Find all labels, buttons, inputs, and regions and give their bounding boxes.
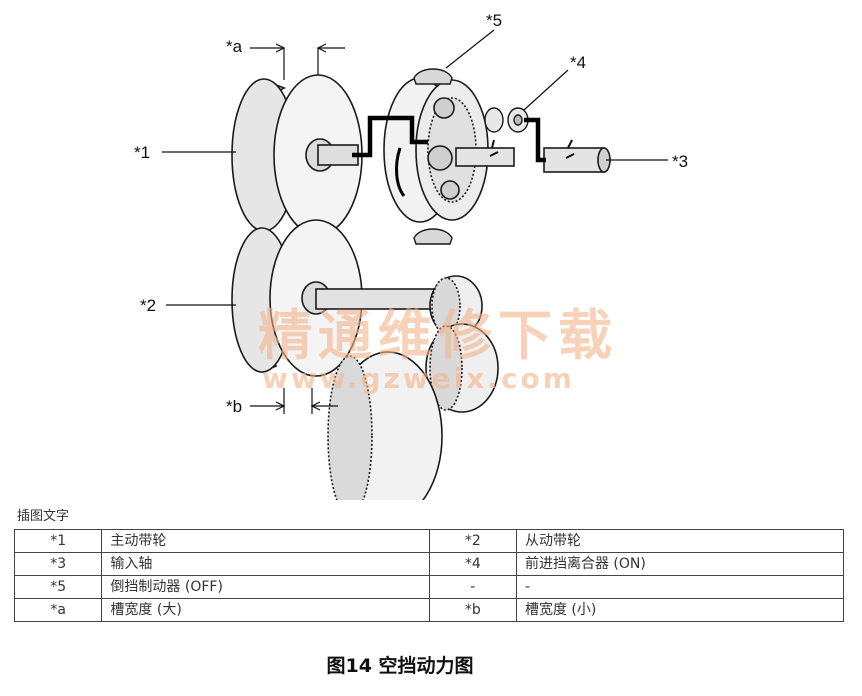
- legend-key: *2: [428, 529, 517, 553]
- watermark-text: 精通维修下载: [258, 303, 618, 367]
- legend-caption: 插图文字: [17, 509, 70, 524]
- reduction-gears: [327, 275, 499, 500]
- legend-desc: -: [515, 575, 845, 599]
- legend-desc: 倒挡制动器 (OFF): [101, 575, 430, 599]
- planetary-gear-set: [383, 77, 489, 223]
- reverse-brake: [413, 68, 453, 245]
- callout-5: *5: [486, 11, 502, 30]
- groove-width-a-dimension: [250, 43, 345, 80]
- primary-pulley: [231, 74, 363, 236]
- legend-row: *5 倒挡制动器 (OFF) - -: [13, 575, 845, 599]
- input-shaft: [455, 139, 611, 173]
- power-flow-arc: [395, 147, 406, 197]
- callout-3: *3: [672, 152, 688, 171]
- figure-caption: 图14 空挡动力图: [326, 655, 474, 677]
- callout-b: *b: [226, 397, 242, 416]
- legend-key: -: [428, 575, 517, 599]
- legend-key: *4: [428, 552, 517, 576]
- forward-clutch: [484, 107, 529, 133]
- legend-body: *1 主动带轮 *2 从动带轮 *3 输入轴 *4 前进挡离合器 (ON) *5…: [13, 529, 845, 622]
- legend-desc: 从动带轮: [515, 529, 845, 553]
- legend-desc: 前进挡离合器 (ON): [515, 552, 845, 576]
- legend-row: *a 槽宽度 (大) *b 槽宽度 (小): [13, 598, 845, 622]
- callout-a: *a: [226, 37, 243, 56]
- leader-lines: [162, 29, 668, 306]
- callout-1: *1: [134, 143, 150, 162]
- legend-desc: 槽宽度 (大): [101, 598, 430, 622]
- legend-row: *3 输入轴 *4 前进挡离合器 (ON): [13, 552, 845, 576]
- legend-row: *1 主动带轮 *2 从动带轮: [13, 529, 845, 553]
- cvt-neutral-diagram: *1 *2 *3 *4 *5 *a *b 精通维修下载 www.gzweix.c…: [134, 11, 688, 500]
- legend-key: *1: [13, 529, 103, 553]
- power-flow-path: [352, 115, 546, 163]
- legend-key: *b: [428, 598, 517, 622]
- groove-width-b-dimension: [250, 388, 338, 414]
- legend-desc: 主动带轮: [101, 529, 430, 553]
- legend-key: *a: [13, 598, 103, 622]
- legend-key: *5: [13, 575, 103, 599]
- callout-4: *4: [570, 53, 586, 72]
- legend-key: *3: [13, 552, 103, 576]
- legend-desc: 输入轴: [101, 552, 430, 576]
- callout-2: *2: [140, 296, 156, 315]
- watermark-url: www.gzweix.com: [262, 362, 575, 395]
- legend-table: *1 主动带轮 *2 从动带轮 *3 输入轴 *4 前进挡离合器 (ON) *5…: [13, 529, 845, 622]
- legend-desc: 槽宽度 (小): [515, 598, 845, 622]
